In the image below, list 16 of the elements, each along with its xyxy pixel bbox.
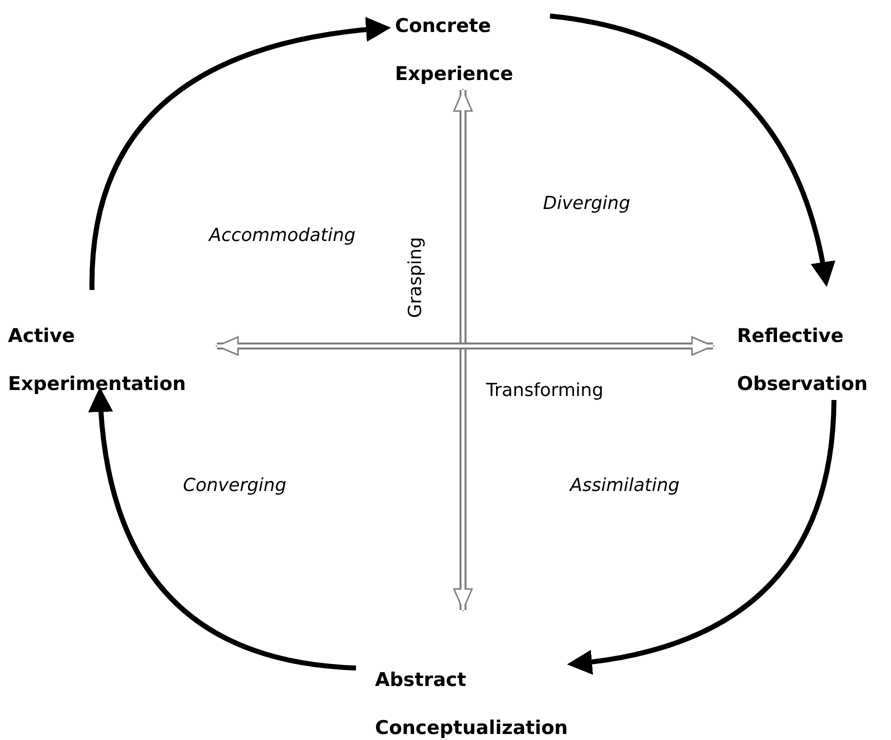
stage-label: Active Experimentation [8,324,187,397]
stage-label: Abstract Conceptualization [375,668,569,740]
arrow [90,18,391,290]
arrow [216,336,714,356]
arrow [567,400,836,674]
style-label: Diverging [543,192,630,216]
style-label: Converging [183,474,286,498]
style-label: Transforming [486,379,604,403]
stage-label: Concrete Experience [395,14,514,87]
style-label: Grasping [404,236,427,318]
stage-label: Reflective Observation [737,324,869,397]
arrow [550,14,835,287]
style-label: Accommodating [209,224,356,248]
style-label: Assimilating [570,474,680,498]
arrow [453,89,473,611]
arrow [88,387,356,670]
